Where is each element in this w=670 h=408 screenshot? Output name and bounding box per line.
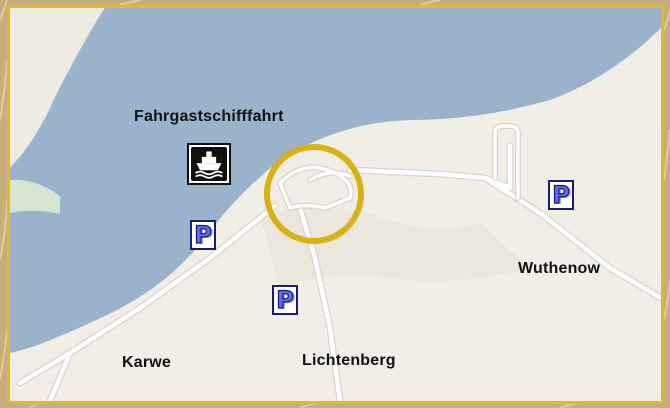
parking-icon[interactable]: P [548,180,574,210]
highlight-circle-icon [264,144,364,244]
ferry-boat-icon[interactable] [187,143,231,185]
parking-symbol: P [276,286,295,314]
map-frame: Fahrgastschifffahrt Wuthenow Karwe Licht… [7,5,664,404]
label-wuthenow: Wuthenow [518,260,601,277]
parking-symbol: P [194,221,213,249]
label-lichtenberg: Lichtenberg [302,352,396,369]
ferry-boat-icon-inner [191,147,227,181]
land-shading [260,206,530,288]
parking-symbol: P [552,181,571,209]
parking-icon[interactable]: P [272,285,298,315]
label-fahrgastschifffahrt: Fahrgastschifffahrt [134,108,284,125]
water-lake [10,8,661,353]
shore-vegetation [10,179,60,214]
parking-icon[interactable]: P [190,220,216,250]
road-network [16,123,661,401]
label-karwe: Karwe [122,354,172,371]
